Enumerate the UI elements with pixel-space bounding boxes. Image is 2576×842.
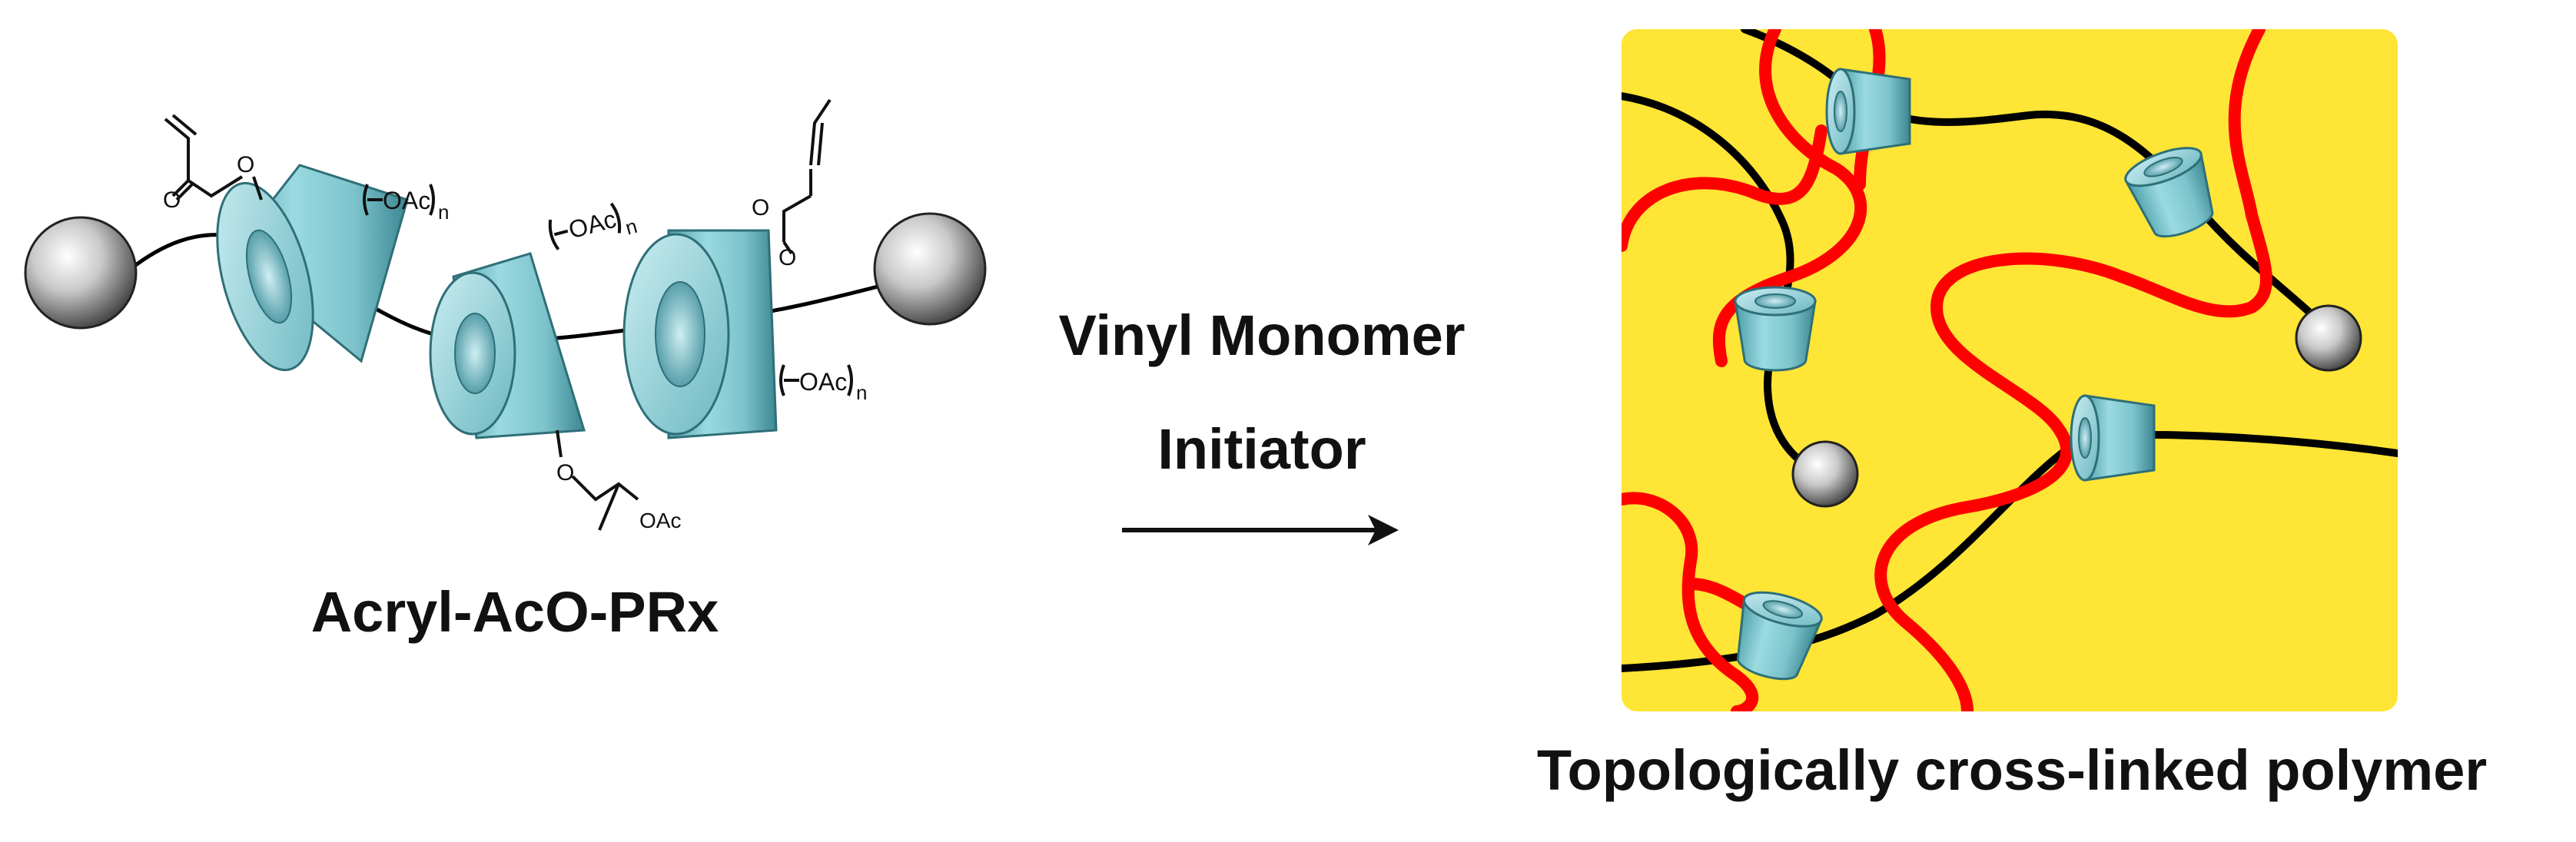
acetyl-group-3: OAc n [779,364,867,404]
right-caption: Topologically cross-linked polymer [1537,738,2487,802]
acrylate-group-2 [782,98,832,255]
hydroxypropyl-acetate-group [556,429,639,531]
svg-text:n: n [856,381,867,404]
svg-text:OAc: OAc [383,187,430,214]
arrow-head [1368,515,1399,545]
oxygen-label-1b: O [237,152,254,177]
svg-text:n: n [622,214,639,240]
acetyl-group-1: OAc n [363,184,449,224]
oac-label: OAc [639,509,681,532]
arrow-label-vinyl-monomer: Vinyl Monomer [1058,303,1465,367]
cyclodextrin-ring-2 [429,252,586,439]
cyclodextrin-ring-1 [216,164,409,372]
svg-text:OAc: OAc [799,368,847,396]
network-stopper-1 [2295,304,2362,372]
acrylate-group-1 [164,114,263,201]
gel-background [1622,29,2398,711]
oxygen-label-2a: O [752,195,769,220]
polyrotaxane-molecule: O O O O OAc n OAc [24,98,987,532]
cyclodextrin-ring-3 [622,229,778,439]
oxygen-label-1a: O [163,187,181,213]
acetyl-group-2: OAc n [548,202,639,250]
svg-text:n: n [438,201,449,224]
arrow-label-initiator: Initiator [1157,417,1366,481]
oxygen-label-3: O [556,460,574,486]
network-ring-4 [2070,394,2156,482]
network-stopper-2 [1791,440,1859,508]
network-ring-1 [1825,68,1911,155]
left-caption: Acryl-AcO-PRx [311,580,719,644]
stopper-right [873,212,987,326]
oxygen-label-2b: O [778,245,796,270]
red-polymer-chains [1622,29,2272,711]
reaction-arrow-group: Vinyl Monomer Initiator [1058,303,1466,545]
svg-text:OAc: OAc [566,205,619,244]
network-ring-3 [1734,286,1817,372]
crosslinked-network [1622,29,2398,711]
stopper-left [24,216,138,330]
